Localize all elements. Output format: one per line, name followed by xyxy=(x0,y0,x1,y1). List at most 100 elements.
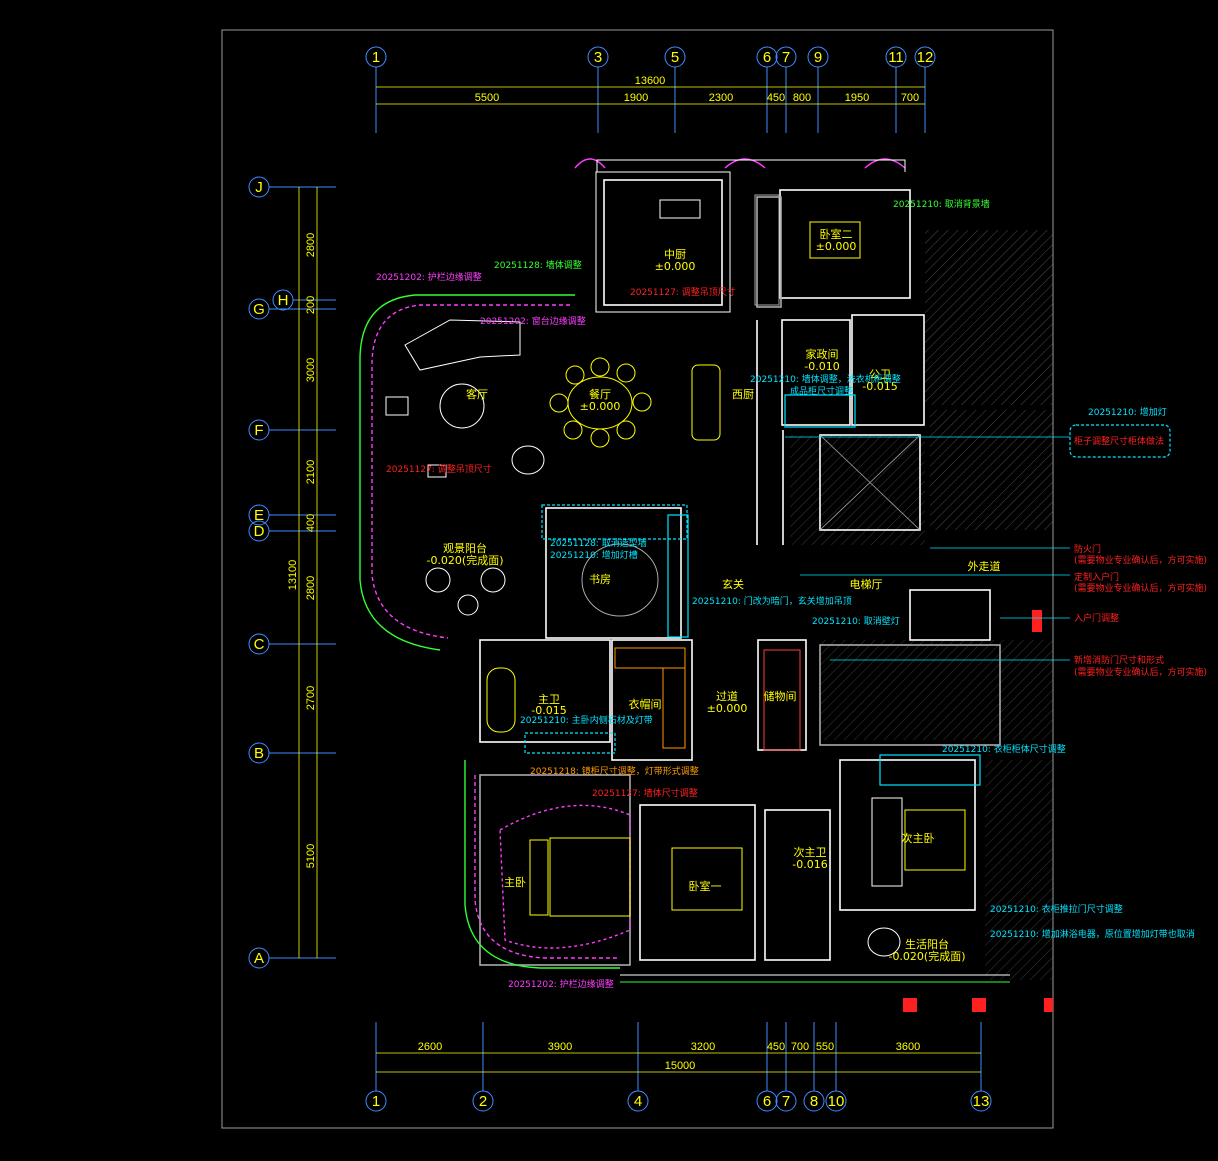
top-axes xyxy=(365,46,936,133)
hatched-core-area xyxy=(790,230,1053,980)
left-dim-5: 400 xyxy=(305,514,317,532)
note-1127-living: 20251127: 调整吊顶尺寸 xyxy=(386,463,492,475)
revision-notes: 20251210: 取消背景墙 20251128: 墙体调整 20251202:… xyxy=(376,198,1207,990)
bottom-dim-4: 450 xyxy=(767,1041,785,1053)
axis-left-D: D xyxy=(254,523,265,540)
axis-left-H: H xyxy=(278,292,289,309)
axis-top-7: 7 xyxy=(782,49,790,66)
axis-top-1: 1 xyxy=(372,49,380,66)
room-public-wc: 公卫 xyxy=(869,368,891,381)
axis-top-3: 3 xyxy=(594,49,602,66)
room-life-balcony: 生活阳台 xyxy=(905,937,949,951)
axis-left-B: B xyxy=(254,745,264,762)
axis-left-G: G xyxy=(253,301,265,318)
room-dining-level: ±0.000 xyxy=(580,400,621,413)
left-axes xyxy=(248,176,336,969)
note-1210-study: 20251210: 增加灯槽 xyxy=(550,549,638,561)
note-1210-second2: 20251210: 衣柜推拉门尺寸调整 xyxy=(990,903,1123,915)
note-1210-master: 20251210: 主卧内侧石材及灯带 xyxy=(520,714,653,726)
axis-left-J: J xyxy=(255,179,263,196)
note-red-r4b: (需要物业专业确认后，方可实施) xyxy=(1074,666,1207,678)
left-dim-4: 2100 xyxy=(305,460,317,484)
note-1202-line: 20251202: 窗台边缘调整 xyxy=(480,315,586,327)
top-dim-6: 1950 xyxy=(845,92,869,104)
axis-bottom-4: 4 xyxy=(634,1093,642,1110)
left-dim-2: 200 xyxy=(305,296,317,314)
bottom-dim-2: 3900 xyxy=(548,1041,572,1053)
bottom-dim-7: 3600 xyxy=(896,1041,920,1053)
walls xyxy=(479,171,1001,966)
top-total-dim: 13600 xyxy=(635,75,666,87)
room-second-bath: 次主卫 xyxy=(794,845,827,859)
left-axis-labels: J H G F E D C B A xyxy=(253,179,288,967)
axis-bottom-1: 1 xyxy=(372,1093,380,1110)
room-second-master: 次主卧 xyxy=(902,831,935,845)
bottom-dim-1: 2600 xyxy=(418,1041,442,1053)
left-dim-3: 3000 xyxy=(305,358,317,382)
room-housekeeping-level: -0.010 xyxy=(804,360,839,373)
axis-bottom-10: 10 xyxy=(828,1093,845,1110)
note-1210-elev: 20251210: 取消壁灯 xyxy=(812,615,900,627)
room-elevator-hall: 电梯厅 xyxy=(850,578,883,591)
room-passage: 过道 xyxy=(716,689,738,703)
room-kitchen: 中厨 xyxy=(664,248,686,261)
left-dim-1: 2800 xyxy=(305,233,317,257)
room-western-kitchen: 西厨 xyxy=(732,388,754,401)
room-bedroom2-level: ±0.000 xyxy=(816,240,857,253)
exterior-curves xyxy=(359,158,1010,983)
top-dimension-lines xyxy=(376,86,925,105)
bottom-axis-labels: 1 2 4 6 7 8 10 13 xyxy=(372,1093,990,1110)
room-study: 书房 xyxy=(589,573,611,586)
note-red-r1b: (需要物业专业确认后，方可实施) xyxy=(1074,554,1207,566)
room-bedroom1: 卧室一 xyxy=(689,879,722,893)
room-dining: 餐厅 xyxy=(589,387,611,401)
bottom-dim-3: 3200 xyxy=(691,1041,715,1053)
note-1218-bath: 20251218: 镜柜尺寸调整，灯带形式调整 xyxy=(530,765,699,777)
left-total-dim: 13100 xyxy=(287,560,299,591)
axis-top-12: 12 xyxy=(917,49,934,66)
room-kitchen-level: ±0.000 xyxy=(655,260,696,273)
axis-top-11: 11 xyxy=(888,49,904,66)
note-1127-red: 20251127: 调整吊顶尺寸 xyxy=(630,286,736,298)
top-dimension-text: 13600 5500 1900 2300 450 800 1950 700 xyxy=(475,75,919,104)
note-red-r2b: (需要物业专业确认后，方可实施) xyxy=(1074,582,1207,594)
note-1202-bottom: 20251202: 护栏边缘调整 xyxy=(508,978,614,990)
note-top-right: 20251210: 取消背景墙 xyxy=(893,198,990,210)
note-1128-wall: 20251128: 墙体调整 xyxy=(494,259,582,271)
top-dim-7: 700 xyxy=(901,92,919,104)
top-dim-1: 5500 xyxy=(475,92,499,104)
left-dim-8: 5100 xyxy=(305,844,317,868)
room-master-bath-level: -0.015 xyxy=(531,704,566,717)
note-1210-house2: 成品柜尺寸调整 xyxy=(790,385,853,397)
left-dimension-text: 13100 2800 200 3000 2100 400 2800 2700 5… xyxy=(287,233,317,868)
section-markers xyxy=(903,610,1053,1012)
note-red-r3: 入户门调整 xyxy=(1074,612,1119,624)
left-dim-7: 2700 xyxy=(305,686,317,710)
axis-top-5: 5 xyxy=(671,49,679,66)
bottom-dimension-text: 2600 3900 3200 450 700 550 3600 15000 xyxy=(418,1041,920,1072)
note-1210-house: 20251210: 墙体调整，洗衣机柜调整 xyxy=(750,373,901,385)
axis-left-F: F xyxy=(254,422,263,439)
note-1128-study: 20251128: 取消造型墙 xyxy=(550,537,647,549)
room-closet: 衣帽间 xyxy=(629,697,662,711)
room-master-bed: 主卧 xyxy=(504,876,526,889)
axis-bottom-7: 7 xyxy=(782,1093,790,1110)
room-storage: 储物间 xyxy=(764,689,797,703)
axis-bottom-6: 6 xyxy=(763,1093,771,1110)
note-red-r1: 防火门 xyxy=(1074,543,1101,555)
note-1210-right2: 柜子调整尺寸柜体做法 xyxy=(1074,435,1164,447)
room-view-balcony: 观景阳台 xyxy=(443,541,487,555)
axis-left-C: C xyxy=(254,636,265,653)
drawing-frame xyxy=(221,29,1054,1129)
note-red-r2: 定制入户门 xyxy=(1074,571,1119,583)
top-axis-labels: 1 3 5 6 7 9 11 12 xyxy=(372,49,934,66)
axis-left-A: A xyxy=(254,950,264,967)
note-1210-right: 20251210: 增加灯 xyxy=(1088,406,1167,418)
top-dim-5: 800 xyxy=(793,92,811,104)
room-view-balcony-level: -0.020(完成面) xyxy=(426,553,503,567)
room-master-bath: 主卫 xyxy=(538,693,560,706)
note-1127-bed: 20251127: 墙体尺寸调整 xyxy=(592,787,698,799)
bottom-dimension-lines xyxy=(376,1052,981,1073)
cyan-outlines xyxy=(524,394,1171,786)
